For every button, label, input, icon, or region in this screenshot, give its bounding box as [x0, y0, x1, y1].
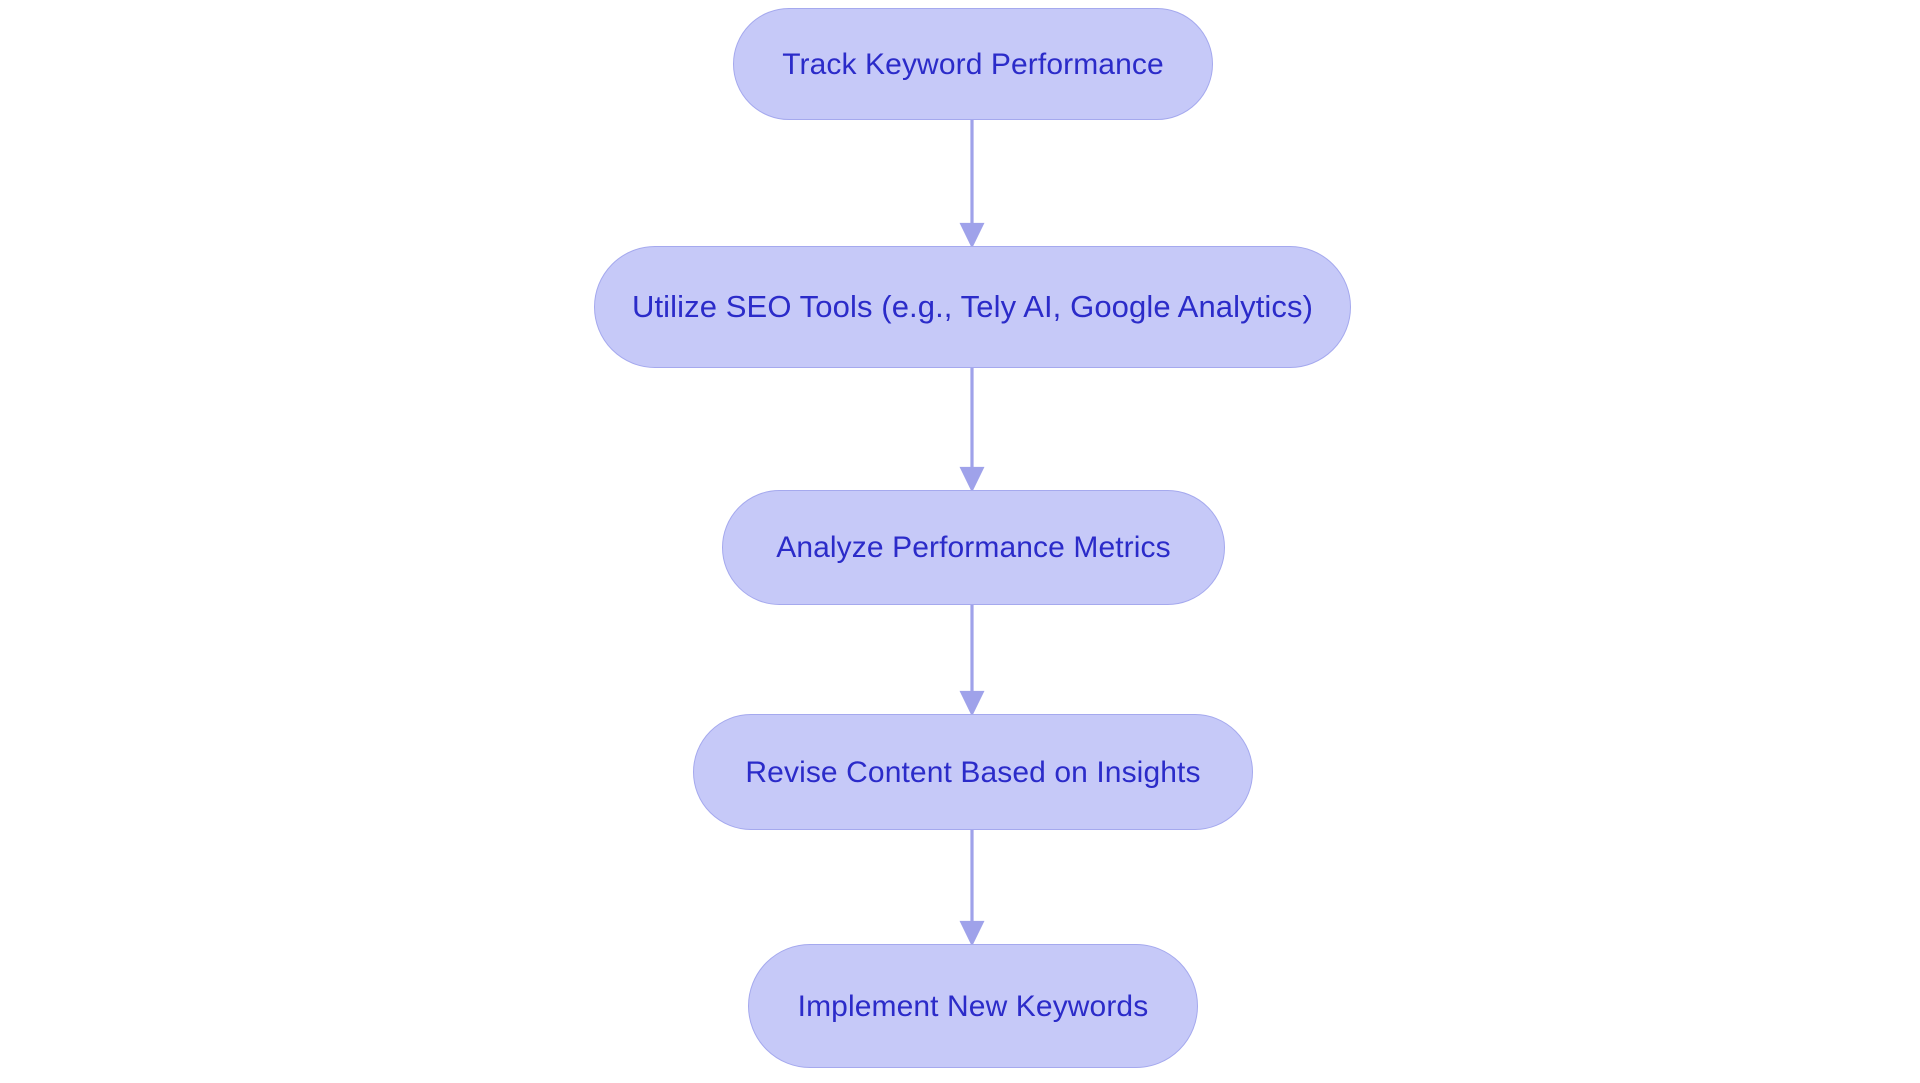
flow-node-label: Revise Content Based on Insights [745, 755, 1201, 789]
flow-node-label: Analyze Performance Metrics [776, 531, 1171, 564]
flow-node-revise-content-based-on-insights[interactable]: Revise Content Based on Insights [693, 714, 1253, 830]
flow-node-utilize-seo-tools[interactable]: Utilize SEO Tools (e.g., Tely AI, Google… [594, 246, 1351, 368]
flow-node-track-keyword-performance[interactable]: Track Keyword Performance [733, 8, 1213, 120]
flow-node-implement-new-keywords[interactable]: Implement New Keywords [748, 944, 1198, 1068]
flow-node-label: Utilize SEO Tools (e.g., Tely AI, Google… [631, 288, 1314, 324]
flow-node-label: Track Keyword Performance [782, 47, 1164, 81]
flow-node-analyze-performance-metrics[interactable]: Analyze Performance Metrics [722, 490, 1225, 605]
flow-node-label: Implement New Keywords [797, 989, 1149, 1023]
